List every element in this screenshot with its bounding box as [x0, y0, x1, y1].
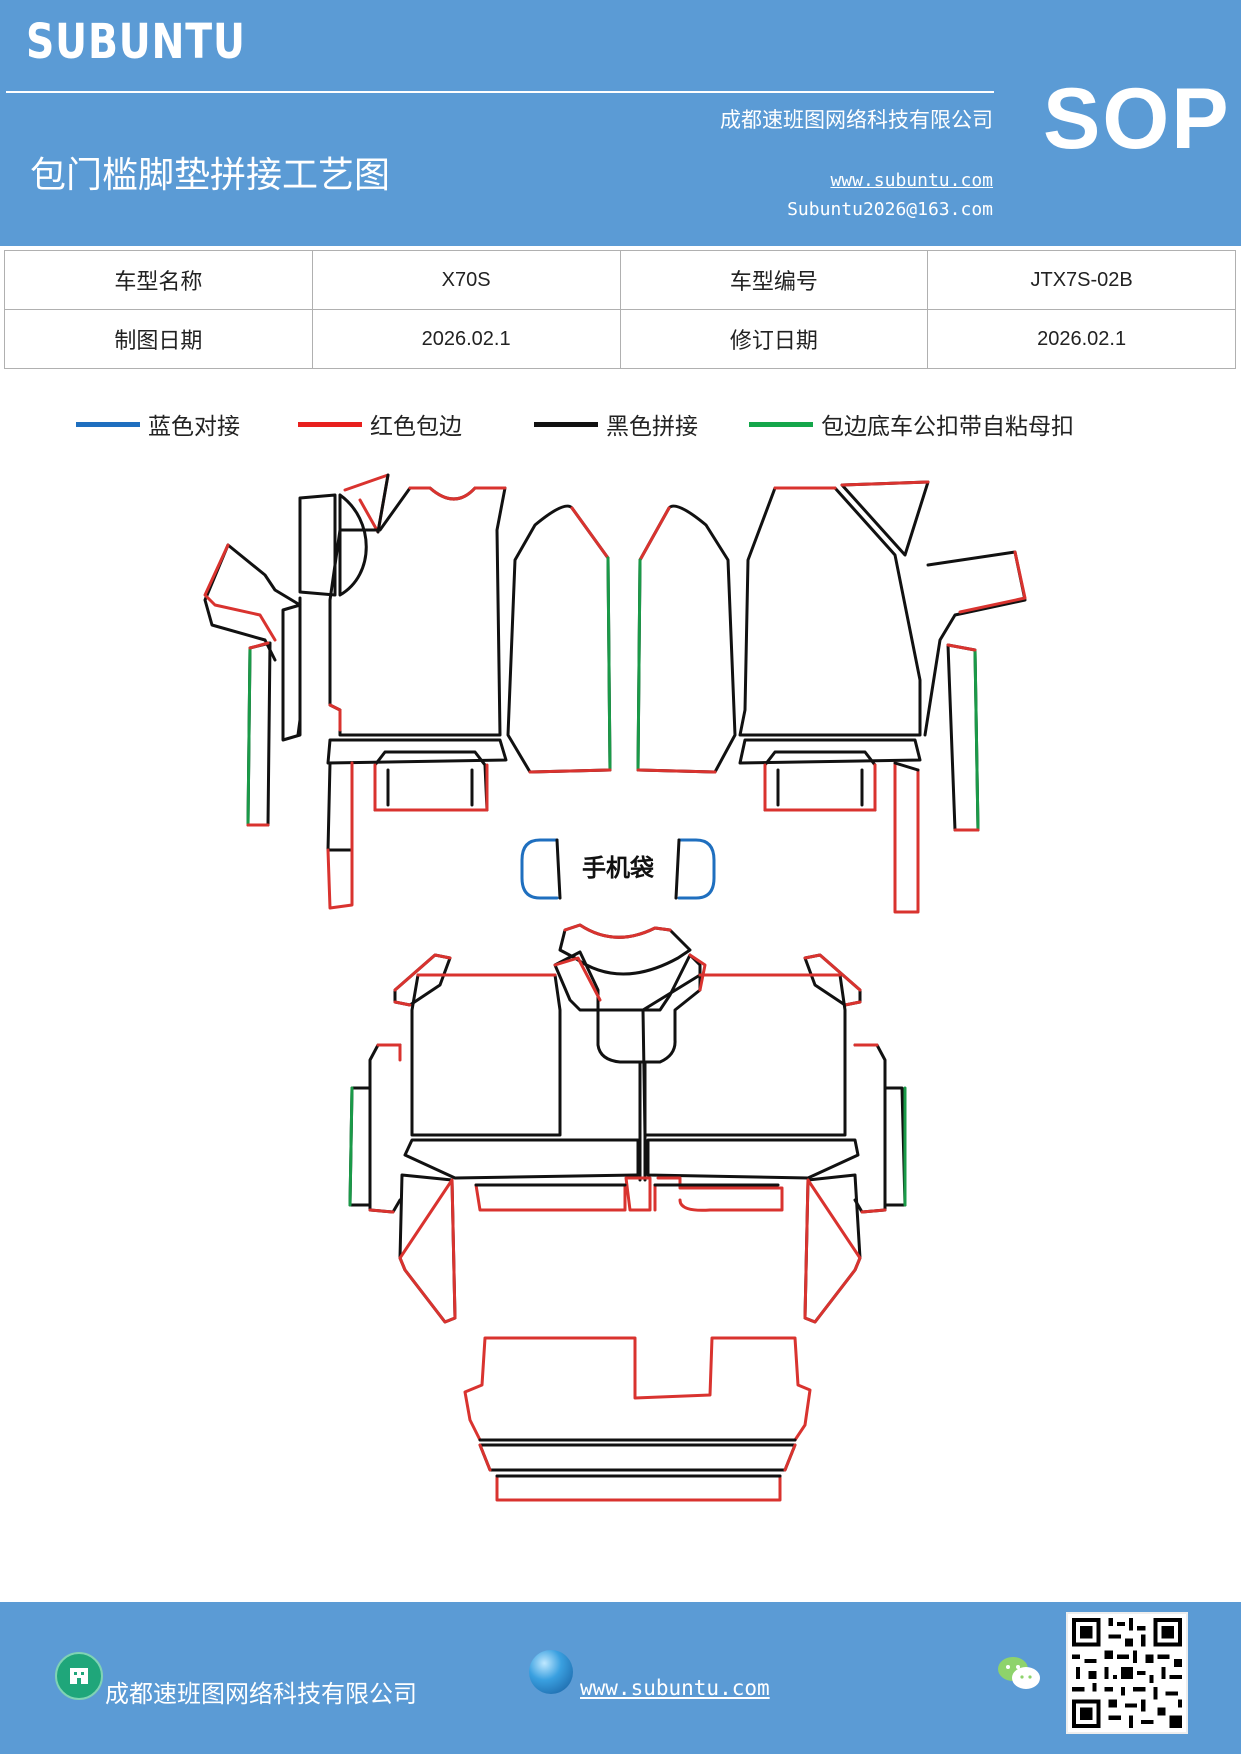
- page-title: 包门槛脚垫拼接工艺图: [30, 155, 391, 196]
- header-company: 成都速班图网络科技有限公司: [720, 108, 993, 132]
- footer-url-link[interactable]: www.subuntu.com: [580, 1676, 770, 1700]
- footer-banner: 成都速班图网络科技有限公司 www.subuntu.com: [0, 1602, 1241, 1754]
- model-name-value: X70S: [311, 250, 621, 310]
- legend-swatch-green: [749, 421, 813, 427]
- header-banner: SUBUNTU 成都速班图网络科技有限公司 包门槛脚垫拼接工艺图 www.sub…: [0, 0, 1241, 246]
- legend-label: 红色包边: [370, 414, 462, 440]
- front-left-mat: [203, 473, 508, 910]
- wechat-icon[interactable]: [996, 1654, 1042, 1694]
- model-code-value: JTX7S-02B: [927, 250, 1236, 310]
- draw-date-value: 2026.02.1: [311, 309, 621, 369]
- legend-item-blue: 蓝色对接: [76, 404, 240, 444]
- brand-logo: SUBUNTU: [26, 14, 246, 70]
- rear-mat: [348, 923, 907, 1324]
- legend-label: 黑色拼接: [606, 414, 698, 440]
- qr-code-icon: [1066, 1612, 1188, 1734]
- building-icon: [55, 1652, 103, 1700]
- trunk-mat: [463, 1336, 812, 1502]
- header-email: Subuntu2026@163.com: [787, 199, 993, 220]
- phone-pocket-label: 手机袋: [582, 854, 655, 882]
- legend-item-green: 包边底车公扣带自粘母扣: [749, 404, 1074, 444]
- legend: 蓝色对接 红色包边 黑色拼接 包边底车公扣带自粘母扣: [0, 404, 1241, 444]
- sop-badge: SOP: [1043, 71, 1231, 167]
- table-row: 车型名称 X70S 车型编号 JTX7S-02B: [4, 250, 1236, 310]
- legend-item-red: 红色包边: [298, 404, 462, 444]
- footer-company: 成都速班图网络科技有限公司: [105, 1680, 417, 1708]
- model-name-label: 车型名称: [4, 250, 313, 310]
- draw-date-label: 制图日期: [4, 309, 313, 369]
- model-code-label: 车型编号: [619, 250, 929, 310]
- info-table: 车型名称 X70S 车型编号 JTX7S-02B 制图日期 2026.02.1 …: [4, 250, 1236, 369]
- legend-swatch-red: [298, 421, 362, 427]
- globe-icon: [529, 1650, 573, 1694]
- floor-mat-diagram: 手机袋: [203, 473, 1027, 1502]
- legend-label: 包边底车公扣带自粘母扣: [821, 414, 1074, 440]
- header-divider: [6, 91, 994, 93]
- legend-label: 蓝色对接: [148, 414, 240, 440]
- revise-date-value: 2026.02.1: [927, 309, 1236, 369]
- legend-swatch-blue: [76, 421, 140, 427]
- header-url-link[interactable]: www.subuntu.com: [830, 170, 993, 191]
- revise-date-label: 修订日期: [619, 309, 929, 369]
- center-pillar-panels: [506, 504, 737, 774]
- table-row: 制图日期 2026.02.1 修订日期 2026.02.1: [4, 309, 1236, 369]
- legend-item-black: 黑色拼接: [534, 404, 698, 444]
- front-right-mat: [738, 480, 1027, 914]
- phone-pocket: [520, 838, 716, 900]
- legend-swatch-black: [534, 421, 598, 427]
